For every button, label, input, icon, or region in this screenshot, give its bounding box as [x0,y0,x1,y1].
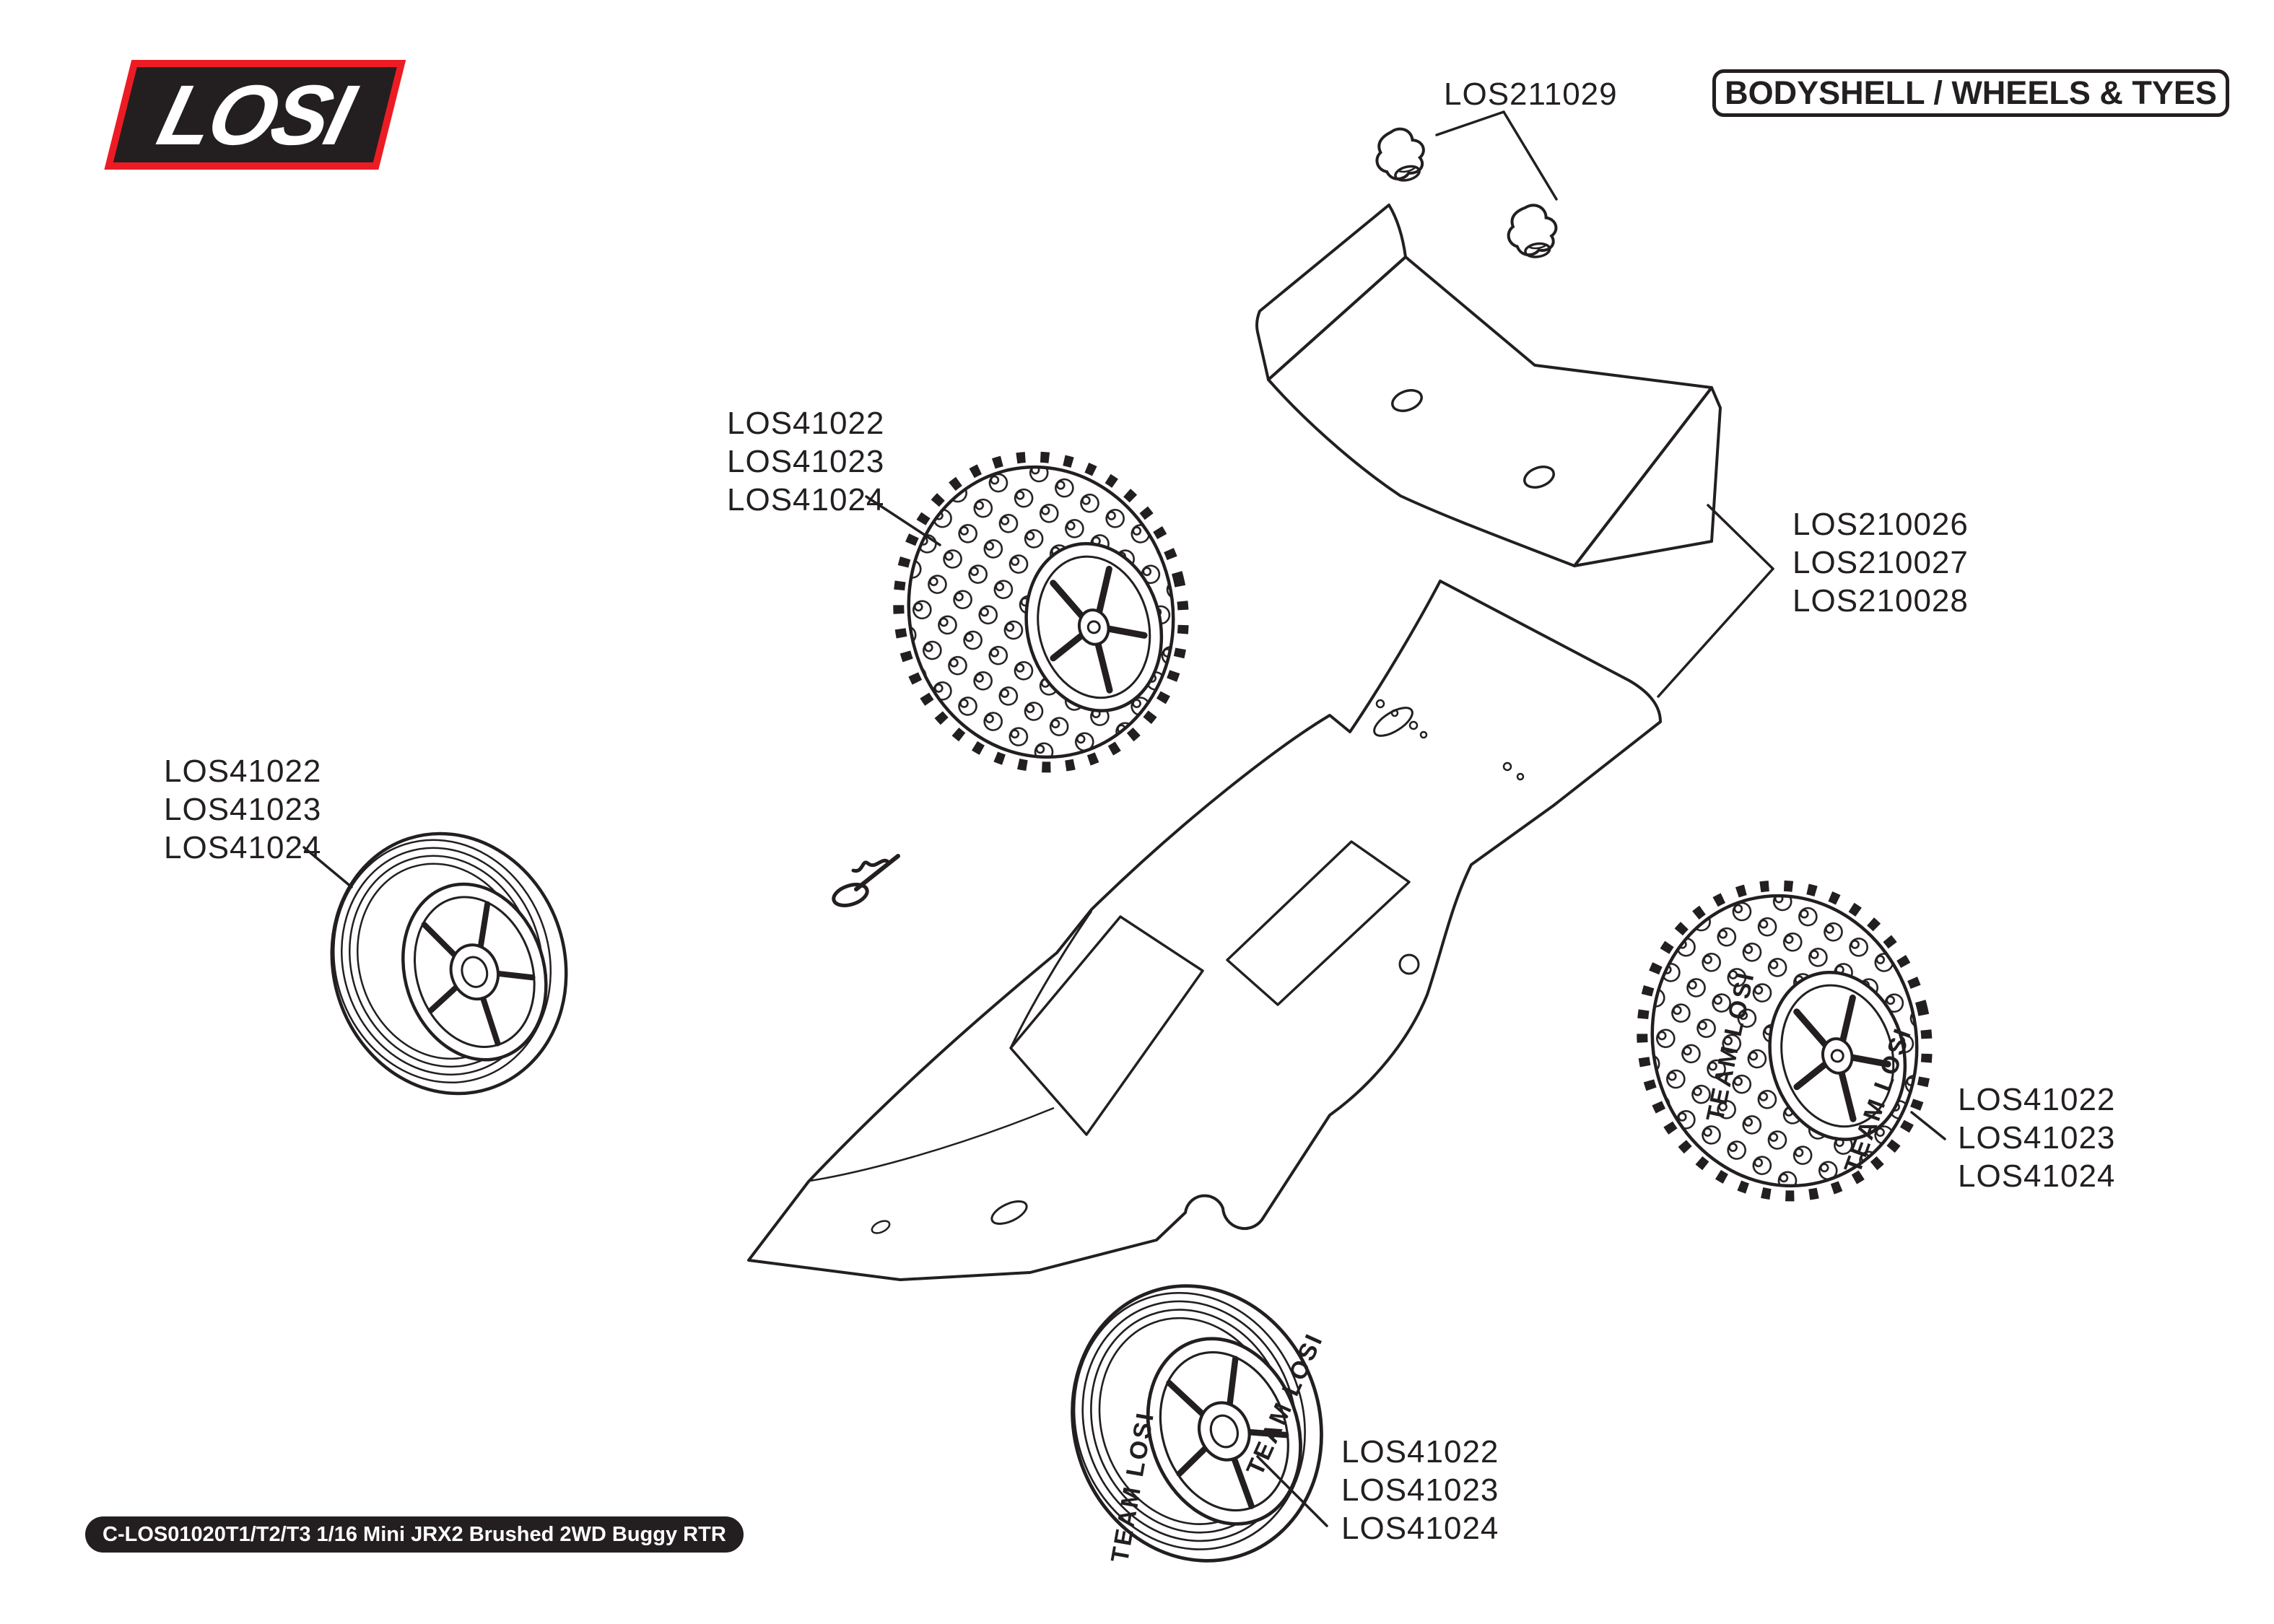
wing-button-drawing [1503,201,1561,262]
rear-left-tire-drawing [866,427,1216,798]
part-number: LOS41024 [1341,1511,1499,1546]
front-left-tire-drawing [299,803,600,1124]
bodyshell-drawing [747,580,1662,1281]
part-number: LOS41022 [1958,1082,2116,1117]
kit-id-badge: C-LOS01020T1/T2/T3 1/16 Mini JRX2 Brushe… [85,1516,744,1553]
body-window-front [1009,915,1204,1136]
label-tire-rear-right: LOS41022 LOS41023 LOS41024 [1958,1081,2115,1195]
losi-logo: LOSI [104,60,406,170]
part-number: LOS41022 [727,406,885,441]
part-number: LOS41023 [1341,1472,1499,1508]
leader-lines [302,110,1946,1527]
part-number: LOS210027 [1792,545,1969,580]
label-tire-rear-left: LOS41022 LOS41023 LOS41024 [727,404,884,519]
body-window-rear [1226,840,1411,1006]
part-number: LOS41023 [1958,1120,2116,1156]
part-number: LOS41023 [727,444,885,479]
part-number: LOS211029 [1444,77,1618,112]
part-number: LOS41022 [1341,1434,1499,1470]
body-clip-drawing [832,854,900,907]
front-bottom-tire-drawing [1034,1251,1360,1597]
part-number: LOS41024 [727,482,885,518]
label-wing-buttons: LOS211029 [1444,75,1618,113]
part-number: LOS41023 [164,792,322,827]
part-number: LOS41024 [164,830,322,865]
label-tire-front-left: LOS41022 LOS41023 LOS41024 [164,752,321,867]
page-title: BODYSHELL / WHEELS & TYES [1712,69,2229,117]
losi-logo-text: LOSI [149,69,365,163]
part-number: LOS210026 [1792,507,1969,542]
label-bodyshell: LOS210026 LOS210027 LOS210028 [1792,505,1969,620]
wing-drawing [1255,204,1722,567]
part-number: LOS210028 [1792,583,1969,619]
part-number: LOS41024 [1958,1158,2116,1194]
wing-button-drawing [1369,123,1432,188]
label-tire-front-bottom: LOS41022 LOS41023 LOS41024 [1341,1433,1499,1547]
part-number: LOS41022 [164,754,322,789]
